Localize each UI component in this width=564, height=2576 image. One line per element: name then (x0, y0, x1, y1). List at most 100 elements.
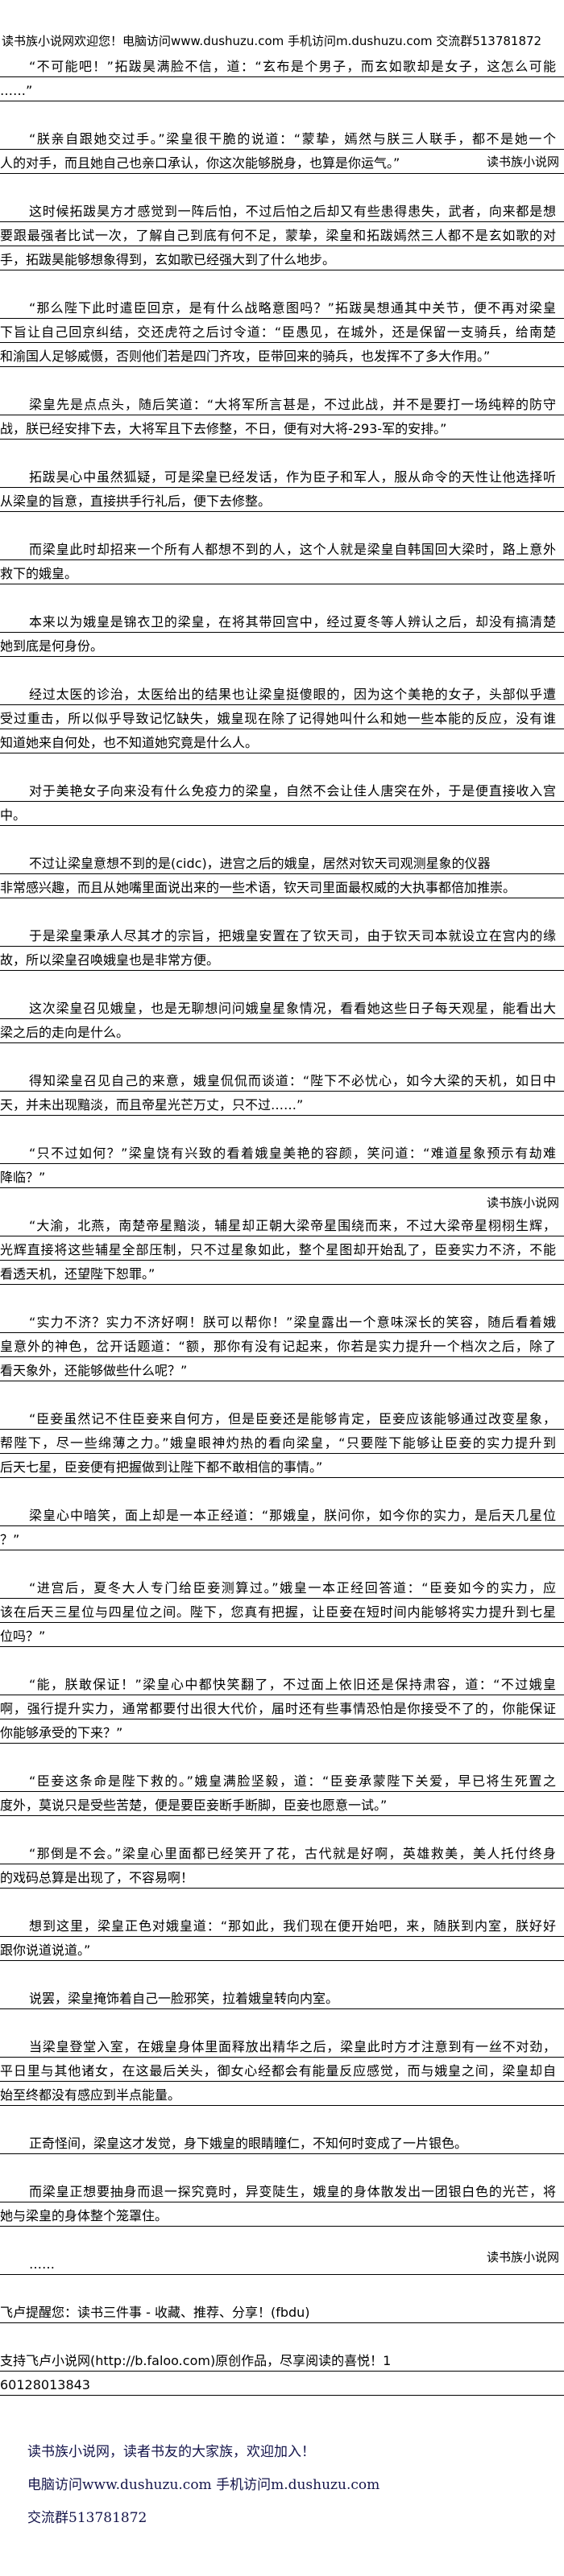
text-line: 要跟最强者比试一次，了解自己到底有何不足，蒙挚，梁皇和拓跋嫣然三人都不是玄如歌的… (0, 222, 564, 246)
text-line: 的戏码总算是出现了，不容易啊！ (0, 1864, 564, 1889)
text-line: 于是梁皇秉承人尽其才的宗旨，把娥皇安置在了钦天司，由于钦天司本就设立在宫内的缘 (0, 923, 564, 947)
text-line: 对于美艳女子向来没有什么免疫力的梁皇，自然不会让佳人唐突在外，于是便直接收入宫 (0, 778, 564, 802)
text-line: ？” (0, 1526, 564, 1550)
text-line: 皇意外的神色，岔开话题道：“额，那你有没有记起来，你若是实力提升一个档次之后，除… (0, 1333, 564, 1357)
text-line: 下旨让自己回京纠结，交还虎符之后讨令道：“臣愚见，在城外，还是保留一支骑兵，给南… (0, 319, 564, 343)
blank-line (0, 1116, 564, 1140)
paragraph: 得知梁皇召见自己的来意，娥皇侃侃而谈道：“陛下不必忧心，如今大梁的天机，如日中天… (0, 1067, 564, 1116)
text-line: 这次梁皇召见娥皇，也是无聊想问问娥皇星象情况，看看她这些日子每天观星，能看出大 (0, 995, 564, 1019)
blank-line (0, 898, 564, 923)
blank-line (0, 2227, 564, 2251)
text-line: 位吗？” (0, 1623, 564, 1647)
text-line: 她与梁皇的身体整个笼罩住。 (0, 2202, 564, 2227)
blank-line (0, 174, 564, 198)
text-line: “不可能吧！”拓跋昊满脸不信，道：“玄布是个男子，而玄如歌却是女子，这怎么可能 (0, 53, 564, 77)
text-line: 不过让梁皇意想不到的是(cidc)，进宫之后的娥皇，居然对钦天司观测星象的仪器 (0, 850, 564, 874)
text-line: 平日里与其他诸女，在这最后关头，御女心经都会有能量反应感觉，而与娥皇之间，梁皇却… (0, 2058, 564, 2082)
text-line: 跟你说道说道。” (0, 1937, 564, 1961)
paragraph: 说罢，梁皇掩饰着自己一脸邪笑，拉着娥皇转向内室。 (0, 1985, 564, 2009)
text-line: 说罢，梁皇掩饰着自己一脸邪笑，拉着娥皇转向内室。 (0, 1985, 564, 2009)
paragraph: 当梁皇登堂入室，在娥皇身体里面释放出精华之后，梁皇此时方才注意到有一丝不对劲，平… (0, 2033, 564, 2106)
text-line: 后天七星，臣妾便有把握做到让陛下都不敢相信的事情。” (0, 1454, 564, 1478)
paragraph: 于是梁皇秉承人尽其才的宗旨，把娥皇安置在了钦天司，由于钦天司本就设立在宫内的缘故… (0, 923, 564, 971)
paragraph: “那倒是不会。”梁皇心里面都已经笑开了花，古代就是好啊，英雄救美，美人托付终身的… (0, 1840, 564, 1889)
footer-slogan: 读书族小说网，读者书友的大家族，欢迎加入！ (27, 2444, 315, 2460)
paragraph: 而梁皇此时却招来一个所有人都想不到的人，这个人就是梁皇自韩国回大梁时，路上意外救… (0, 536, 564, 584)
blank-line (0, 101, 564, 126)
paragraph: 不过让梁皇意想不到的是(cidc)，进宫之后的娥皇，居然对钦天司观测星象的仪器非… (0, 850, 564, 898)
blank-line (0, 584, 564, 609)
text-line: 该在后天三星位与四星位之间。陛下，您真有把握，让臣妾在短时间内能够将实力提升到七… (0, 1599, 564, 1623)
site-watermark: 读书族小说网 (486, 2250, 559, 2264)
text-line: 故，所以梁皇召唤娥皇也是非常方便。 (0, 947, 564, 971)
paragraph: “臣妾这条命是陛下救的。”娥皇满脸坚毅，道：“臣妾承蒙陛下关爱，早已将生死置之度… (0, 1768, 564, 1816)
text-line: 从梁皇的旨意，直接拱手行礼后，便下去修整。 (0, 488, 564, 512)
blank-line (0, 2275, 564, 2299)
chapter-id: 60128013843 (0, 2372, 564, 2396)
blank-line (0, 2323, 564, 2347)
paragraph: “朕亲自跟她交过手。”梁皇很干脆的说道：“蒙挚，嫣然与朕三人联手，都不是她一个人… (0, 126, 564, 174)
paragraph: “那么陛下此时遣臣回京，是有什么战略意图吗？”拓跋昊想通其中关节，便不再对梁皇下… (0, 295, 564, 367)
blank-line (0, 367, 564, 391)
text-line: 受过重击，所以似乎导致记忆缺失，娥皇现在除了记得她叫什么和她一些本能的反应，没有… (0, 705, 564, 729)
chapter-body: “不可能吧！”拓跋昊满脸不信，道：“玄布是个男子，而玄如歌却是女子，这怎么可能…… (0, 53, 564, 2275)
paragraph: 对于美艳女子向来没有什么免疫力的梁皇，自然不会让佳人唐突在外，于是便直接收入宫中… (0, 778, 564, 826)
paragraph: 经过太医的诊治，太医给出的结果也让梁皇挺傻眼的，因为这个美艳的女子，头部似乎遭受… (0, 681, 564, 753)
text-line: “那么陛下此时遣臣回京，是有什么战略意图吗？”拓跋昊想通其中关节，便不再对梁皇 (0, 295, 564, 319)
blank-line (0, 753, 564, 778)
site-welcome-header: 读书族小说网欢迎您！电脑访问www.dushuzu.com 手机访问m.dush… (2, 34, 542, 48)
blank-line (0, 1478, 564, 1502)
blank-line (0, 1550, 564, 1575)
paragraph: 这次梁皇召见娥皇，也是无聊想问问娥皇星象情况，看看她这些日子每天观星，能看出大梁… (0, 995, 564, 1043)
paragraph: “实力不济？实力不济好啊！朕可以帮你！”梁皇露出一个意味深长的笑容，随后看着娥皇… (0, 1309, 564, 1381)
paragraph: “只不过如何？”梁皇饶有兴致的看着娥皇美艳的容颜，笑问道：“难道星象预示有劫难降… (0, 1140, 564, 1188)
text-line: 得知梁皇召见自己的来意，娥皇侃侃而谈道：“陛下不必忧心，如今大梁的天机，如日中 (0, 1067, 564, 1092)
text-line: 战，朕已经安排下去，大将军且下去修整，不日，便有对大将-293-军的安排。” (0, 415, 564, 440)
text-line: 看透天机，还望陛下恕罪。” (0, 1261, 564, 1285)
text-line: 啊，强行提升实力，通常都要付出很大代价，届时还有些事情恐怕是你接受不了的，你能保… (0, 1695, 564, 1719)
blank-line (0, 1043, 564, 1067)
text-line: 你能够承受的下来？” (0, 1719, 564, 1744)
text-line: 中。 (0, 802, 564, 826)
text-line: “能，朕敢保证！”梁皇心中都快笑翻了，不过面上依旧还是保持肃容，道：“不过娥皇 (0, 1671, 564, 1695)
site-footer: 读书族小说网，读者书友的大家族，欢迎加入！ 电脑访问www.dushuzu.co… (0, 2436, 564, 2535)
paragraph: “能，朕敢保证！”梁皇心中都快笑翻了，不过面上依旧还是保持肃容，道：“不过娥皇啊… (0, 1671, 564, 1744)
text-line: 而梁皇正想要抽身而退一探究竟时，异变陡生，娥皇的身体散发出一团银白色的光芒，将 (0, 2178, 564, 2202)
text-line: 天，并未出现黯淡，而且帝星光芒万丈，只不过……” (0, 1092, 564, 1116)
blank-line (0, 826, 564, 850)
text-line: 梁之后的走向是什么。 (0, 1019, 564, 1043)
blank-line (0, 971, 564, 995)
text-line: 梁皇先是点点头，随后笑道：“大将军所言甚是，不过此战，并不是要打一场纯粹的防守 (0, 391, 564, 415)
text-line: “只不过如何？”梁皇饶有兴致的看着娥皇美艳的容颜，笑问道：“难道星象预示有劫难 (0, 1140, 564, 1164)
text-line: 想到这里，梁皇正色对娥皇道：“那如此，我们现在便开始吧，来，随朕到内室，朕好好 (0, 1913, 564, 1937)
text-line: 非常感兴趣，而且从她嘴里面说出来的一些术语，钦天司里面最权威的大执事都倍加推崇。 (0, 874, 564, 898)
faloo-support-line: 支持飞卢小说网(http://b.faloo.com)原创作品，尽享阅读的喜悦！… (0, 2347, 564, 2372)
site-watermark: 读书族小说网 (486, 1195, 559, 1210)
paragraph: “进宫后，夏冬大人专门给臣妾测算过。”娥皇一本正经回答道：“臣妾如今的实力，应该… (0, 1575, 564, 1647)
text-line: “大渝，北燕，南楚帝星黯淡，辅星却正朝大梁帝星围绕而来，不过大梁帝星栩栩生辉， (0, 1212, 564, 1236)
paragraph: 这时候拓跋昊方才感觉到一阵后怕，不过后怕之后却又有些患得患失，武者，向来都是想要… (0, 198, 564, 270)
blank-line: 读书族小说网 (0, 1188, 564, 1212)
text-line: 本来以为娥皇是锦衣卫的梁皇，在将其带回宫中，经过夏冬等人辨认之后，却没有搞清楚 (0, 609, 564, 633)
text-line: 度外，莫说只是受些苦楚，便是要臣妾断手断脚，臣妾也愿意一试。” (0, 1792, 564, 1816)
text-line: 手，拓跋昊能够想象得到，玄如歌已经强大到了什么地步。 (0, 246, 564, 270)
text-line: “实力不济？实力不济好啊！朕可以帮你！”梁皇露出一个意味深长的笑容，随后看着娥 (0, 1309, 564, 1333)
blank-line (0, 1381, 564, 1406)
blank-line (0, 270, 564, 295)
text-line: 这时候拓跋昊方才感觉到一阵后怕，不过后怕之后却又有些患得患失，武者，向来都是想 (0, 198, 564, 222)
text-line: 拓跋昊心中虽然狐疑，可是梁皇已经发话，作为臣子和军人，服从命令的天性让他选择听 (0, 464, 564, 488)
blank-line (0, 1285, 564, 1309)
blank-line (0, 657, 564, 681)
paragraph: “不可能吧！”拓跋昊满脸不信，道：“玄布是个男子，而玄如歌却是女子，这怎么可能…… (0, 53, 564, 101)
text-line: “朕亲自跟她交过手。”梁皇很干脆的说道：“蒙挚，嫣然与朕三人联手，都不是她一个 (0, 126, 564, 150)
text-line: 看天象外，还能够做些什么呢？” (0, 1357, 564, 1381)
text-line: “臣妾这条命是陛下救的。”娥皇满脸坚毅，道：“臣妾承蒙陛下关爱，早已将生死置之 (0, 1768, 564, 1792)
paragraph: “臣妾虽然记不住臣妾来自何方，但是臣妾还是能够肯定，臣妾应该能够通过改变星象，帮… (0, 1406, 564, 1478)
text-line: 人的对手，而且她自己也亲口承认，你这次能够脱身，也算是你运气。” (0, 150, 564, 174)
blank-line (0, 440, 564, 464)
paragraph: 梁皇心中暗笑，面上却是一本正经道：“那娥皇，朕问你，如今你的实力，是后天几星位？… (0, 1502, 564, 1550)
footer-group: 交流群513781872 (27, 2510, 147, 2526)
paragraph: 而梁皇正想要抽身而退一探究竟时，异变陡生，娥皇的身体散发出一团银白色的光芒，将她… (0, 2178, 564, 2227)
blank-line (0, 1647, 564, 1671)
